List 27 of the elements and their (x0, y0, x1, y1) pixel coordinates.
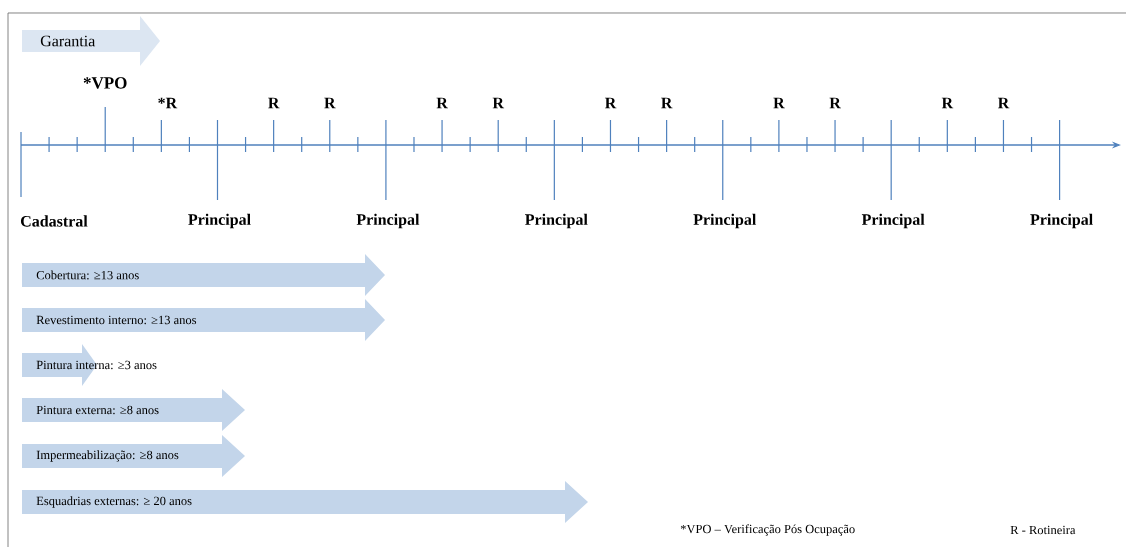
arrow-band: Cobertura: ≥13 anos (22, 254, 385, 296)
arrow-band: Impermeabilização: ≥8 anos (22, 435, 245, 477)
milestone-label: R (492, 97, 505, 109)
milestone-label: R (604, 97, 617, 109)
milestone-label: R (661, 97, 673, 109)
milestone-label: R (268, 97, 280, 109)
milestone-label: R (829, 97, 841, 109)
inspection-label: Principal (861, 213, 925, 229)
milestone-label: R (997, 97, 1010, 109)
milestone-label: R (773, 97, 785, 109)
arrow-band: Pintura interna: ≥3 anos (22, 344, 157, 386)
milestone-label: R (941, 97, 954, 109)
inspection-label: Cadastral (21, 215, 88, 227)
milestone-label: *R (158, 97, 178, 109)
inspection-label: Principal (188, 213, 251, 229)
inspection-label: Principal (1030, 213, 1093, 229)
inspection-label: Principal (693, 213, 757, 229)
legend-note: *VPO – Verificação Pós Ocupação (680, 524, 855, 536)
milestone-label: R (436, 97, 448, 109)
inspection-label: Principal (356, 213, 420, 229)
arrow-band: Pintura externa: ≥8 anos (22, 389, 245, 431)
arrow-band: Esquadrias externas: ≥ 20 anos (22, 481, 588, 523)
arrow-band: Garantia (22, 16, 160, 66)
inspection-label: Principal (525, 213, 588, 229)
milestone-label: R (324, 97, 336, 109)
legend-note: R - Rotineira (1010, 525, 1076, 535)
arrow-band: Revestimento interno: ≥13 anos (22, 299, 385, 341)
